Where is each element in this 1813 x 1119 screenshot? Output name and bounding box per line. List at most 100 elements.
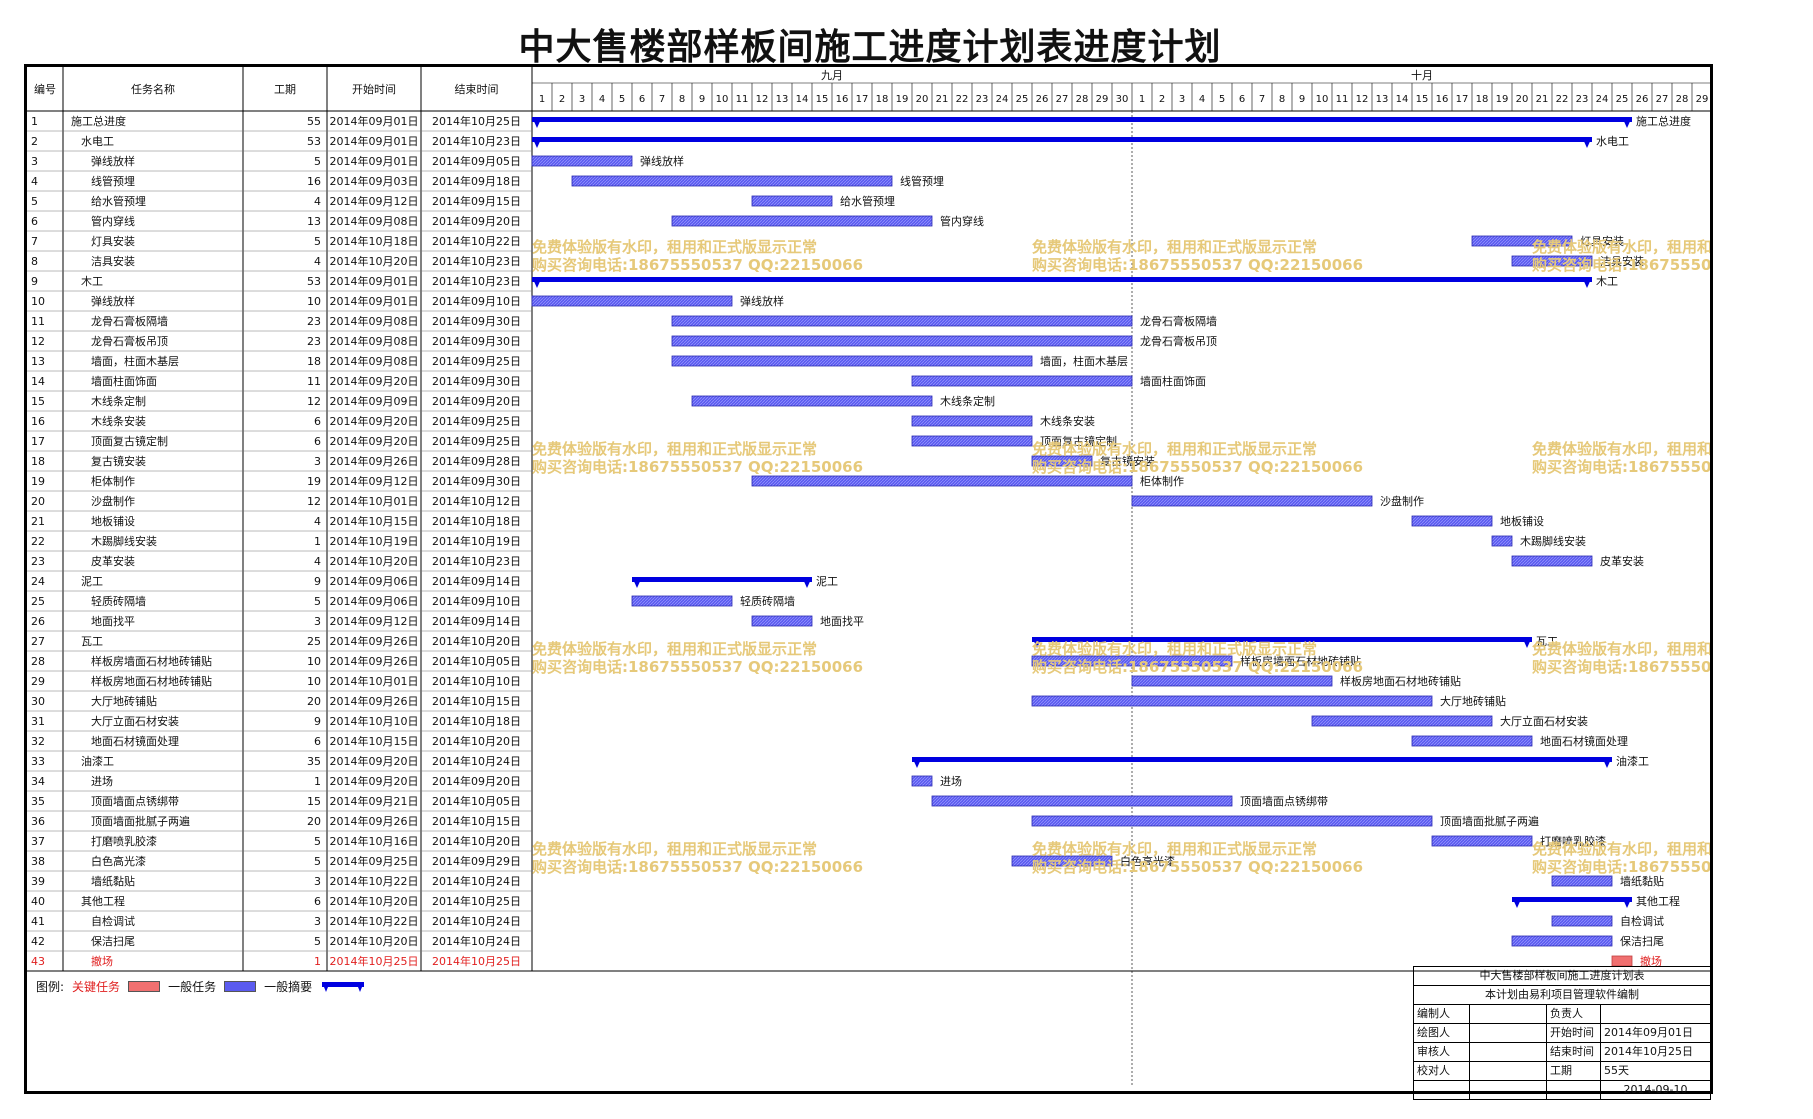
summary-bar-end-cap — [1582, 277, 1592, 288]
bar-label: 顶面复古镜定制 — [1040, 434, 1117, 448]
task-name: 龙骨石膏板隔墙 — [91, 314, 168, 328]
task-bar — [1011, 855, 1113, 867]
task-id: 35 — [31, 795, 45, 808]
task-start: 2014年09月20日 — [330, 374, 419, 388]
task-end: 2014年09月25日 — [432, 434, 521, 448]
task-bar — [631, 595, 733, 607]
task-start: 2014年09月26日 — [330, 814, 419, 828]
day-tick: 16 — [836, 94, 849, 105]
day-tick: 11 — [1336, 94, 1349, 105]
summary-bar-end-cap — [1582, 137, 1592, 148]
task-end: 2014年09月20日 — [432, 394, 521, 408]
task-name: 进场 — [91, 774, 113, 788]
task-end: 2014年10月23日 — [432, 274, 521, 288]
day-tick: 17 — [1456, 94, 1469, 105]
task-duration: 3 — [314, 455, 321, 468]
watermark-line2: 购买咨询电话:18675550537 QQ:22150066 — [1532, 458, 1710, 476]
task-end: 2014年09月28日 — [432, 454, 521, 468]
task-id: 34 — [31, 775, 45, 788]
task-duration: 15 — [307, 795, 321, 808]
task-bar — [1551, 915, 1613, 927]
task-duration: 23 — [307, 315, 321, 328]
watermark-line2: 购买咨询电话:18675550537 QQ:22150066 — [1032, 256, 1363, 274]
day-tick: 14 — [1396, 94, 1409, 105]
task-id: 43 — [31, 955, 45, 968]
day-tick: 2 — [559, 94, 565, 105]
day-tick: 25 — [1616, 94, 1629, 105]
task-start: 2014年09月20日 — [330, 754, 419, 768]
task-bar — [1031, 655, 1233, 667]
task-start: 2014年09月12日 — [330, 474, 419, 488]
bar-label: 其他工程 — [1636, 895, 1680, 908]
task-end: 2014年10月23日 — [432, 254, 521, 268]
task-id: 42 — [31, 935, 45, 948]
task-end: 2014年10月24日 — [432, 874, 521, 888]
info-cell-l1: 编制人 — [1414, 1005, 1470, 1023]
bar-label: 地面找平 — [820, 614, 864, 628]
task-duration: 6 — [314, 415, 321, 428]
task-name: 打磨喷乳胶漆 — [91, 834, 157, 848]
task-start: 2014年10月16日 — [330, 834, 419, 848]
summary-bar-start-cap — [912, 757, 922, 768]
critical-bar — [1611, 955, 1633, 967]
task-name: 顶面复古镜定制 — [91, 434, 168, 448]
task-start: 2014年09月08日 — [330, 314, 419, 328]
task-name: 墙面柱面饰面 — [91, 374, 157, 388]
day-tick: 23 — [976, 94, 989, 105]
task-duration: 5 — [314, 835, 321, 848]
task-bar — [1471, 235, 1573, 247]
task-start: 2014年09月12日 — [330, 194, 419, 208]
task-name: 皮革安装 — [91, 554, 135, 568]
info-cell-l1: 绘图人 — [1414, 1024, 1470, 1042]
task-duration: 6 — [314, 895, 321, 908]
watermark-line1: 免费体验版有水印，租用和正式版显示正常 — [1032, 238, 1317, 256]
day-tick: 10 — [1316, 94, 1329, 105]
task-end: 2014年10月22日 — [432, 234, 521, 248]
task-duration: 16 — [307, 175, 321, 188]
task-bar — [571, 175, 893, 187]
task-end: 2014年09月29日 — [432, 854, 521, 868]
task-end: 2014年09月30日 — [432, 314, 521, 328]
day-tick: 23 — [1576, 94, 1589, 105]
task-start: 2014年10月22日 — [330, 914, 419, 928]
task-duration: 23 — [307, 335, 321, 348]
day-tick: 9 — [1299, 94, 1305, 105]
bar-label: 墙面柱面饰面 — [1140, 374, 1206, 388]
task-duration: 5 — [314, 855, 321, 868]
bar-label: 施工总进度 — [1636, 114, 1691, 128]
task-id: 1 — [31, 115, 38, 128]
day-tick: 24 — [996, 94, 1009, 105]
task-name: 线管预埋 — [91, 174, 135, 188]
task-name: 瓦工 — [81, 635, 103, 648]
bar-label: 墙面，柱面木基层 — [1040, 354, 1128, 368]
day-tick: 29 — [1696, 94, 1709, 105]
task-end: 2014年10月20日 — [432, 834, 521, 848]
bar-label: 复古镜安装 — [1100, 454, 1155, 468]
task-bar — [671, 335, 1133, 347]
task-bar — [1551, 875, 1613, 887]
watermark-line2: 购买咨询电话:18675550537 QQ:22150066 — [1532, 658, 1710, 676]
info-row: 2014-09-10 — [1414, 1081, 1711, 1100]
info-cell-v1 — [1470, 1043, 1547, 1061]
day-tick: 25 — [1016, 94, 1029, 105]
day-tick: 27 — [1056, 94, 1069, 105]
column-header: 任务名称 — [131, 82, 175, 96]
bar-label: 进场 — [940, 774, 962, 788]
task-name: 木线条定制 — [91, 394, 146, 408]
day-tick: 4 — [1199, 94, 1205, 105]
task-name: 样板房地面石材地砖铺贴 — [91, 674, 212, 688]
bar-label: 大厅地砖铺贴 — [1440, 694, 1506, 708]
info-cell-v2 — [1601, 1005, 1711, 1023]
task-id: 12 — [31, 335, 45, 348]
task-name: 大厅地砖铺贴 — [91, 694, 157, 708]
task-bar — [751, 615, 813, 627]
task-name: 自检调试 — [91, 914, 135, 928]
task-id: 26 — [31, 615, 45, 628]
task-bar — [1491, 535, 1513, 547]
summary-bar-start-cap — [532, 277, 542, 288]
task-end: 2014年09月25日 — [432, 354, 521, 368]
day-tick: 15 — [816, 94, 829, 105]
task-start: 2014年09月12日 — [330, 614, 419, 628]
task-end: 2014年10月25日 — [432, 954, 521, 968]
